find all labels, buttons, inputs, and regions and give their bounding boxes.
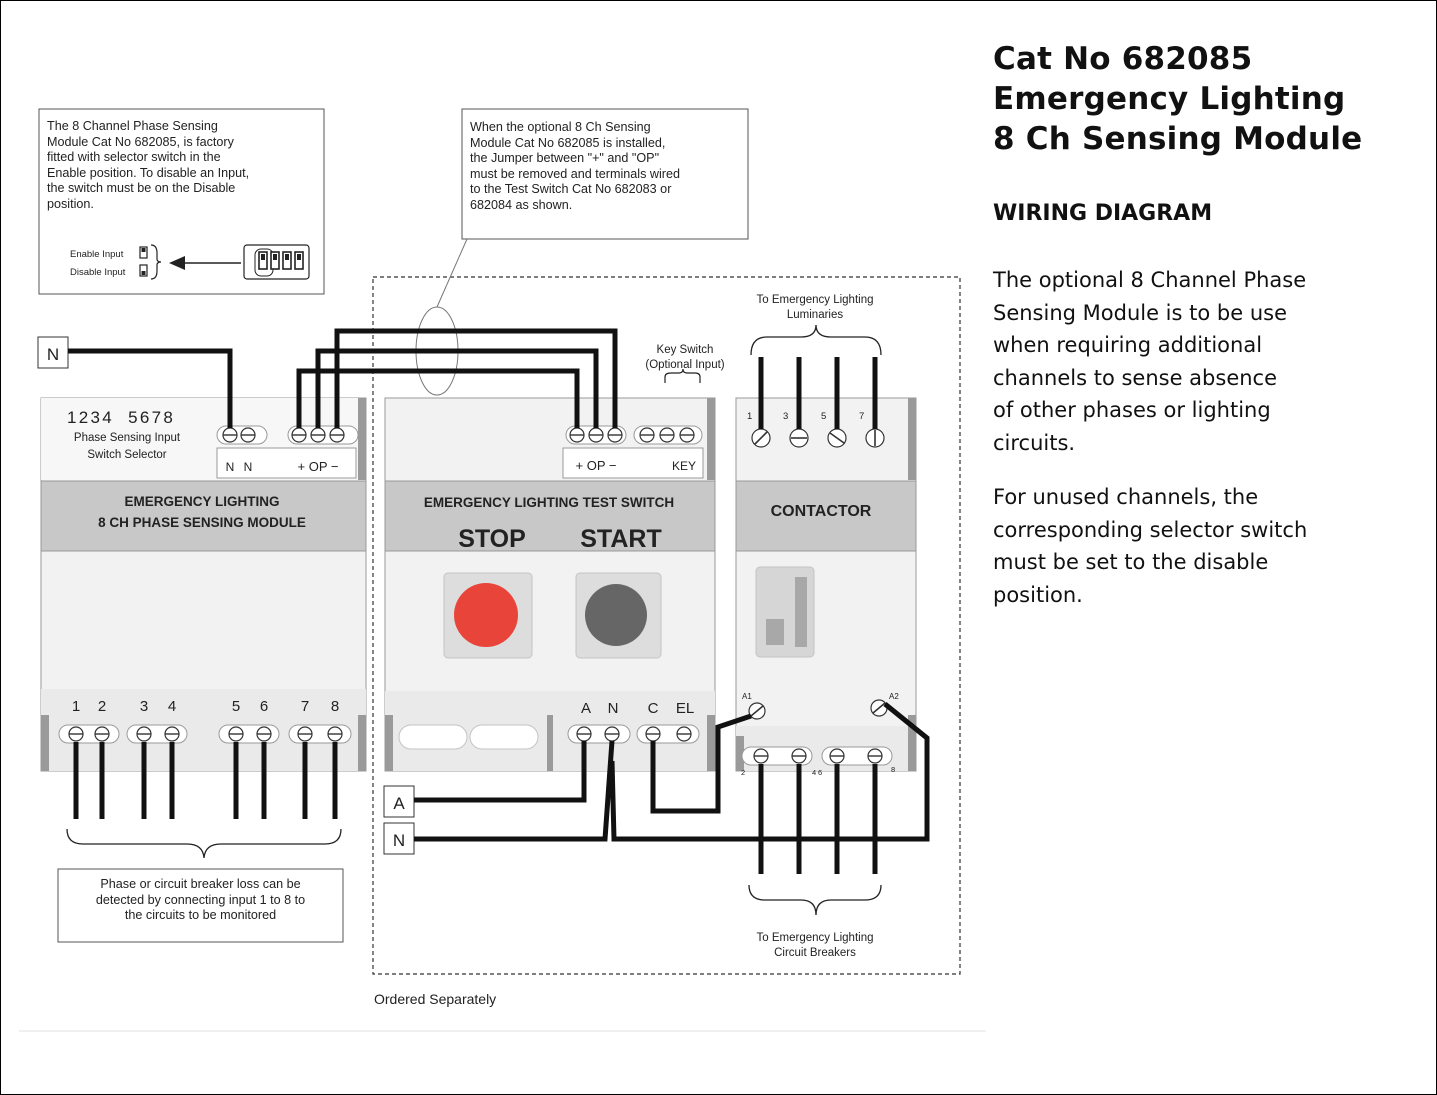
stop-label: STOP — [458, 525, 526, 553]
selector-label-1: Phase Sensing Input — [74, 432, 181, 444]
subtitle: WIRING DIAGRAM — [993, 201, 1213, 226]
svg-text:7: 7 — [859, 411, 864, 422]
arrow-icon — [169, 256, 185, 270]
svg-text:5: 5 — [232, 698, 240, 715]
luminaries-wires — [758, 357, 878, 429]
main-wires — [68, 328, 930, 842]
svg-text:6: 6 — [260, 698, 268, 715]
jumper-pointer-line — [436, 238, 468, 308]
svg-text:2: 2 — [98, 698, 106, 715]
detection-note-text: Phase or circuit breaker loss can be det… — [95, 877, 306, 923]
svg-text:C: C — [648, 700, 659, 717]
contactor-bottom-term-labels: 2 4 6 8 — [741, 765, 895, 777]
test-bottom-term-labels: A N C EL — [581, 700, 694, 717]
svg-text:3: 3 — [140, 698, 148, 715]
n-supply-label-top: N — [47, 345, 59, 364]
svg-text:3: 3 — [783, 411, 788, 422]
svg-text:4: 4 — [812, 768, 816, 777]
svg-text:N: N — [608, 700, 619, 717]
test-term-key: KEY — [672, 459, 696, 473]
enable-switch-icon — [139, 246, 148, 259]
breaker-wires — [758, 764, 878, 874]
description-paragraph-2: For unused channels, the corresponding s… — [993, 485, 1308, 607]
sensing-module-name-2: 8 CH PHASE SENSING MODULE — [98, 515, 306, 530]
svg-text:4: 4 — [168, 698, 176, 715]
svg-text:2: 2 — [741, 768, 745, 777]
coil-a1-label: A1 — [742, 692, 752, 701]
title-line-3: 8 Ch Sensing Module — [993, 121, 1363, 157]
luminaries-label-2: Luminaries — [787, 309, 843, 321]
svg-text:8: 8 — [891, 765, 895, 774]
a-supply-label: A — [393, 794, 405, 813]
a-supply-box — [383, 785, 415, 818]
title-line-2: Emergency Lighting — [993, 81, 1346, 117]
svg-text:5: 5 — [821, 411, 826, 422]
jumper-note-text: When the optional 8 Ch Sensing Module Ca… — [470, 120, 680, 212]
key-brace — [664, 368, 701, 383]
title-line-1: Cat No 682085 — [993, 41, 1253, 77]
wiring-diagram: Ordered Separately The 8 Channel Phase S… — [19, 108, 986, 1032]
selector-note-text: The 8 Channel Phase Sensing Module Cat N… — [47, 119, 250, 211]
key-switch-label-1: Key Switch — [657, 344, 714, 356]
sensing-input-wires — [73, 742, 338, 819]
key-switch-label-2: (Optional Input) — [645, 359, 724, 371]
ordered-separately-label: Ordered Separately — [374, 991, 496, 1007]
n-supply-box-bottom — [383, 822, 415, 855]
jumper-note-box — [461, 108, 749, 240]
sensing-term-n1: N — [226, 460, 235, 474]
detection-note-box — [57, 868, 344, 943]
svg-text:8: 8 — [331, 698, 339, 715]
selector-numbers: 1234 5678 — [67, 408, 175, 427]
svg-text:1: 1 — [747, 411, 752, 422]
enable-input-label: Enable Input — [70, 249, 124, 260]
sensing-module-name-1: EMERGENCY LIGHTING — [124, 494, 279, 509]
test-term-op: + OP − — [576, 458, 617, 473]
start-button[interactable] — [585, 584, 647, 646]
selector-label-2: Switch Selector — [87, 449, 166, 461]
luminaries-brace — [750, 324, 882, 356]
test-switch-name: EMERGENCY LIGHTING TEST SWITCH — [424, 495, 674, 510]
svg-text:7: 7 — [301, 698, 309, 715]
ordered-separately-box — [372, 276, 961, 975]
luminaries-label-1: To Emergency Lighting — [757, 294, 874, 306]
sensing-term-n2: N — [244, 460, 253, 474]
n-supply-label-bottom: N — [393, 831, 405, 850]
n-supply-box-top — [37, 336, 69, 369]
breakers-label-1: To Emergency Lighting — [757, 932, 874, 944]
breakers-label-2: Circuit Breakers — [774, 947, 856, 959]
svg-text:6: 6 — [818, 768, 822, 777]
description-paragraph-1: The optional 8 Channel Phase Sensing Mod… — [993, 268, 1307, 455]
svg-text:A: A — [581, 700, 591, 717]
disable-input-label: Disable Input — [70, 267, 126, 278]
coil-a2-label: A2 — [889, 692, 899, 701]
inputs-brace — [66, 828, 342, 859]
contactor-top-term-labels: 1 3 5 7 — [747, 411, 864, 422]
svg-text:EL: EL — [676, 700, 694, 717]
stop-button[interactable] — [454, 583, 518, 647]
sensing-term-op: + OP − — [298, 459, 339, 474]
info-panel: Cat No 682085 Emergency Lighting 8 Ch Se… — [993, 39, 1413, 611]
sensing-input-numbers: 1 2 3 4 5 6 7 8 — [72, 698, 339, 715]
switch-brace — [150, 244, 162, 280]
start-label: START — [580, 525, 661, 553]
svg-text:1: 1 — [72, 698, 80, 715]
disable-switch-icon — [139, 264, 148, 277]
breakers-brace — [748, 884, 882, 916]
contactor-name: CONTACTOR — [771, 503, 872, 520]
